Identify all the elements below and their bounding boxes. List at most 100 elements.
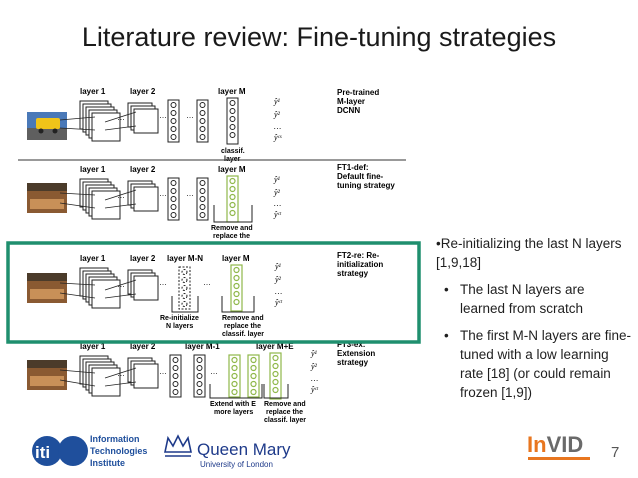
svg-text:replace the: replace the: [224, 323, 261, 330]
svg-text:Extend with E: Extend with E: [210, 401, 256, 408]
svg-text:…: …: [274, 199, 281, 208]
row4-ellipsis-2: …: [159, 367, 167, 376]
row2-layer2-stack: [127, 180, 159, 212]
row1-layer2-stack: [127, 102, 159, 134]
row1-outputs: ŷ¹ ŷ² … ŷᶜˢ: [273, 97, 282, 142]
svg-text:ŷᶜᵗ: ŷᶜᵗ: [310, 385, 319, 394]
row4-vector-2: [193, 354, 206, 398]
svg-text:classif. layer: classif. layer: [264, 417, 306, 424]
row1-label-layerM: layer M: [218, 87, 246, 96]
svg-text:ŷ²: ŷ²: [273, 188, 281, 197]
invid-wordmark: InVID: [527, 432, 583, 457]
row1-input-image: [27, 112, 67, 140]
svg-text:M-layer: M-layer: [337, 97, 365, 106]
diagram-row-pretrained: layer 1 layer 2 layer M … … …: [27, 87, 379, 163]
row1-ellipsis-1: …: [117, 113, 125, 122]
row2-ellipsis-2: …: [159, 189, 167, 198]
invid-vid: VID: [547, 432, 584, 457]
row2-label-layer2: layer 2: [130, 165, 156, 174]
svg-text:Re-initialize: Re-initialize: [160, 315, 199, 322]
row4-note-extend: Extend with E more layers: [210, 401, 256, 416]
svg-text:FT1-def:: FT1-def:: [337, 163, 369, 172]
row4-label-layer2: layer 2: [130, 342, 156, 351]
bullet-list: •Re-initializing the last N layers [1,9,…: [436, 234, 632, 410]
svg-text:ŷ²: ŷ²: [310, 362, 318, 371]
diagram-row-ft2: layer 1 layer 2 layer M-N layer M … … …: [27, 251, 383, 338]
iti-text-3: Institute: [90, 458, 125, 468]
svg-text:replace the: replace the: [213, 233, 250, 240]
row4-note-replace: Remove and replace the classif. layer: [264, 401, 306, 424]
row2-input-image: [27, 183, 67, 213]
row2-bracket: [213, 205, 253, 223]
row1-connections: [59, 111, 137, 131]
diagram-row-ft1: layer 1 layer 2 layer M … … …: [27, 163, 395, 240]
svg-text:more layers: more layers: [214, 409, 253, 416]
row3-bracket-reinit: [171, 296, 199, 313]
row4-new-classif-layer: [269, 352, 282, 400]
row1-vector-1: [167, 99, 180, 143]
svg-text:ŷ¹: ŷ¹: [310, 349, 318, 358]
qmul-logo: Queen Mary University of London: [164, 434, 291, 469]
row3-input-image: [27, 273, 67, 303]
svg-text:Remove and: Remove and: [264, 401, 306, 408]
svg-text:ŷᶜᵗ: ŷᶜᵗ: [274, 298, 283, 307]
svg-text:…: …: [275, 287, 282, 296]
bullet-sub-1: •The last N layers are learned from scra…: [436, 280, 632, 318]
svg-text:classif. layer: classif. layer: [222, 331, 264, 338]
svg-text:replace the: replace the: [266, 409, 303, 416]
row3-note-replace: Remove and replace the classif. layer: [222, 315, 264, 338]
row1-classif-layer: [226, 97, 239, 145]
bullet-main: •Re-initializing the last N layers [1,9,…: [436, 236, 622, 270]
page-number: 7: [611, 444, 620, 461]
iti-circle-1: [32, 436, 62, 466]
row1-output-2: ŷ²: [273, 110, 281, 119]
svg-text:tuning strategy: tuning strategy: [337, 181, 395, 190]
row3-connections: [59, 279, 137, 299]
row1-layer1-stack: [79, 100, 121, 142]
highlight-frame: [6, 241, 421, 344]
row3-reinit-vector: [178, 266, 191, 310]
invid-in: In: [527, 432, 547, 457]
svg-text:ŷ¹: ŷ¹: [273, 175, 281, 184]
iti-mark: iti: [35, 443, 50, 462]
row1-label-layer2: layer 2: [130, 87, 156, 96]
row3-new-classif-layer: [230, 264, 243, 312]
row4-description: FT3-ex: Extension strategy: [337, 340, 375, 367]
iti-text-2: Technologies: [90, 446, 147, 456]
row3-label-layer2: layer 2: [130, 254, 156, 263]
svg-text:N layers: N layers: [166, 323, 193, 330]
row4-label-layer1: layer 1: [80, 342, 106, 351]
invid-logo: InVID: [527, 432, 590, 460]
row4-ellipsis-1: …: [117, 369, 125, 378]
svg-text:Extension: Extension: [337, 349, 375, 358]
row3-bracket-replace: [221, 296, 255, 313]
row2-vector-2: [196, 177, 209, 221]
qmul-name: Queen Mary: [197, 440, 291, 459]
iti-logo: iti Information Technologies Institute: [32, 434, 147, 468]
row4-extension-layers: [228, 354, 260, 398]
row3-layer2-stack: [127, 269, 159, 301]
row3-ellipsis-2: …: [159, 278, 167, 287]
svg-text:ŷ²: ŷ²: [274, 275, 282, 284]
row3-ellipsis-3: …: [203, 278, 211, 287]
row2-ellipsis-1: …: [117, 191, 125, 200]
row4-layer1-stack: [79, 355, 121, 397]
row1-output-1: ŷ¹: [273, 97, 281, 106]
row3-label-layerMN: layer M-N: [167, 254, 203, 263]
svg-text:classif.: classif.: [221, 148, 245, 155]
svg-text:Pre-trained: Pre-trained: [337, 88, 379, 97]
bullet-sub-1-text: The last N layers are learned from scrat…: [460, 282, 585, 316]
row1-description: Pre-trained M-layer DCNN: [337, 88, 379, 115]
row1-vector-2: [196, 99, 209, 143]
row1-ellipsis-2: …: [159, 111, 167, 120]
svg-text:Remove and: Remove and: [211, 225, 253, 232]
row4-label-layerME: layer M+E: [256, 342, 294, 351]
row1-output-dots: …: [274, 122, 281, 131]
svg-text:Remove and: Remove and: [222, 315, 264, 322]
svg-text:DCNN: DCNN: [337, 106, 360, 115]
row1-classif-note: classif. layer: [221, 148, 245, 163]
row4-vector-1: [169, 354, 182, 398]
svg-text:strategy: strategy: [337, 269, 369, 278]
row2-vector-1: [167, 177, 180, 221]
